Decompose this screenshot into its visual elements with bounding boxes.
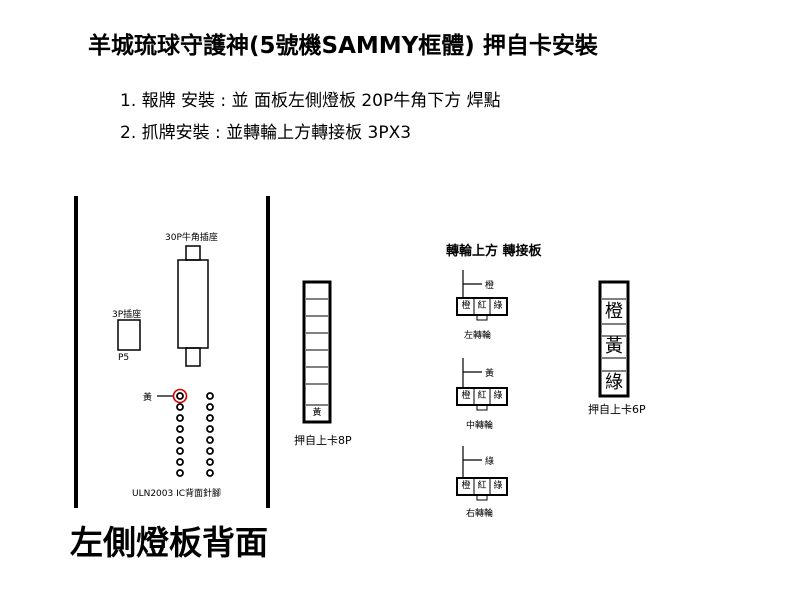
- card-8p-caption: 押自上卡8P: [294, 434, 352, 447]
- reel-left-caption: 左轉輪: [464, 331, 492, 341]
- reel-middle-pin-1: 橙: [461, 391, 471, 401]
- reel-left-pin-2: 紅: [477, 301, 487, 311]
- reel-right-pin-1: 橙: [461, 481, 471, 491]
- reel-middle-pin-3: 綠: [493, 391, 503, 401]
- reel-left-pin-1: 橙: [461, 301, 471, 311]
- reel-left-wire-label: 橙: [485, 281, 495, 291]
- reel-right-pin-3: 綠: [493, 481, 503, 491]
- card-8p-yellow-cell: 黃: [312, 408, 322, 418]
- connector-3p: [117, 319, 141, 351]
- card-6p-caption: 押自上卡6P: [588, 403, 646, 416]
- install-note-2: 2. 抓牌安裝 : 並轉輪上方轉接板 3PX3: [120, 123, 412, 143]
- reel-right-caption: 右轉輪: [466, 509, 494, 519]
- reel-middle-pin-2: 紅: [477, 391, 487, 401]
- reel-board-heading: 轉輪上方 轉接板: [446, 244, 542, 259]
- reel-middle-caption: 中轉輪: [466, 421, 494, 431]
- board-left-edge: [74, 196, 78, 508]
- left-board-title: 左側燈板背面: [70, 523, 268, 562]
- install-note-1: 1. 報牌 安裝 : 並 面板左側燈板 20P牛角下方 焊點: [120, 91, 501, 111]
- card-6p: [598, 280, 630, 398]
- board-right-edge: [266, 196, 270, 508]
- connector-30p-label: 30P牛角插座: [165, 233, 218, 243]
- p5-label: P5: [118, 353, 130, 363]
- reel-connector-right: [456, 446, 508, 501]
- card-6p-green-cell: 綠: [605, 372, 623, 393]
- connector-30p: [177, 245, 209, 367]
- page-title: 羊城琉球守護神(5號機SAMMY框體) 押自卡安裝: [88, 33, 598, 59]
- reel-right-pin-2: 紅: [477, 481, 487, 491]
- yellow-pin-highlight: [172, 388, 188, 404]
- ic-pin-label: ULN2003 IC背面針腳: [132, 489, 222, 499]
- card-6p-orange-cell: 橙: [605, 301, 623, 322]
- reel-connector-left: [456, 270, 508, 321]
- reel-connector-middle: [456, 358, 508, 411]
- connector-3p-label: 3P插座: [112, 310, 142, 320]
- reel-middle-wire-label: 黃: [485, 369, 495, 379]
- reel-left-pin-3: 綠: [493, 301, 503, 311]
- card-8p: [302, 280, 332, 424]
- reel-right-wire-label: 綠: [485, 457, 495, 467]
- yellow-wire-label: 黃: [143, 393, 153, 403]
- card-6p-yellow-cell: 黃: [605, 336, 623, 357]
- ic-pins: [176, 392, 214, 477]
